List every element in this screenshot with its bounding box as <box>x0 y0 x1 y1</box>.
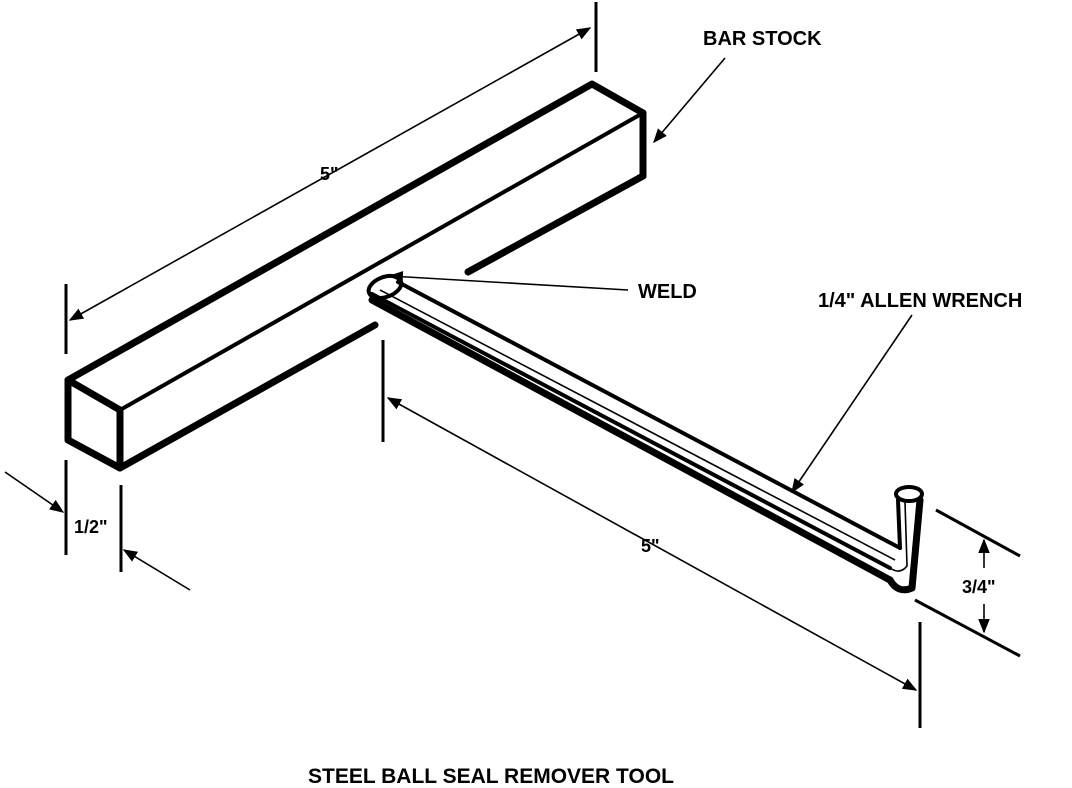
leader-weld <box>388 271 629 291</box>
dim-bar-length <box>64 2 598 354</box>
label-allen-wrench: 1/4" ALLEN WRENCH <box>818 290 1022 312</box>
label-wrench-length: 5" <box>641 536 660 556</box>
dim-bar-thickness <box>4 460 191 591</box>
label-weld: WELD <box>638 281 697 303</box>
label-bar-length: 5" <box>320 164 339 184</box>
label-bar-stock: BAR STOCK <box>703 28 822 50</box>
label-bar-thickness: 1/2" <box>74 517 108 537</box>
caption: STEEL BALL SEAL REMOVER TOOL <box>308 765 674 788</box>
bar-stock-body <box>64 80 647 472</box>
leader-bar-stock <box>653 57 726 144</box>
dim-wrench-bend <box>914 508 1021 658</box>
leader-allen-wrench <box>791 314 913 494</box>
dim-wrench-length <box>381 340 922 728</box>
label-wrench-bend: 3/4" <box>962 577 996 597</box>
